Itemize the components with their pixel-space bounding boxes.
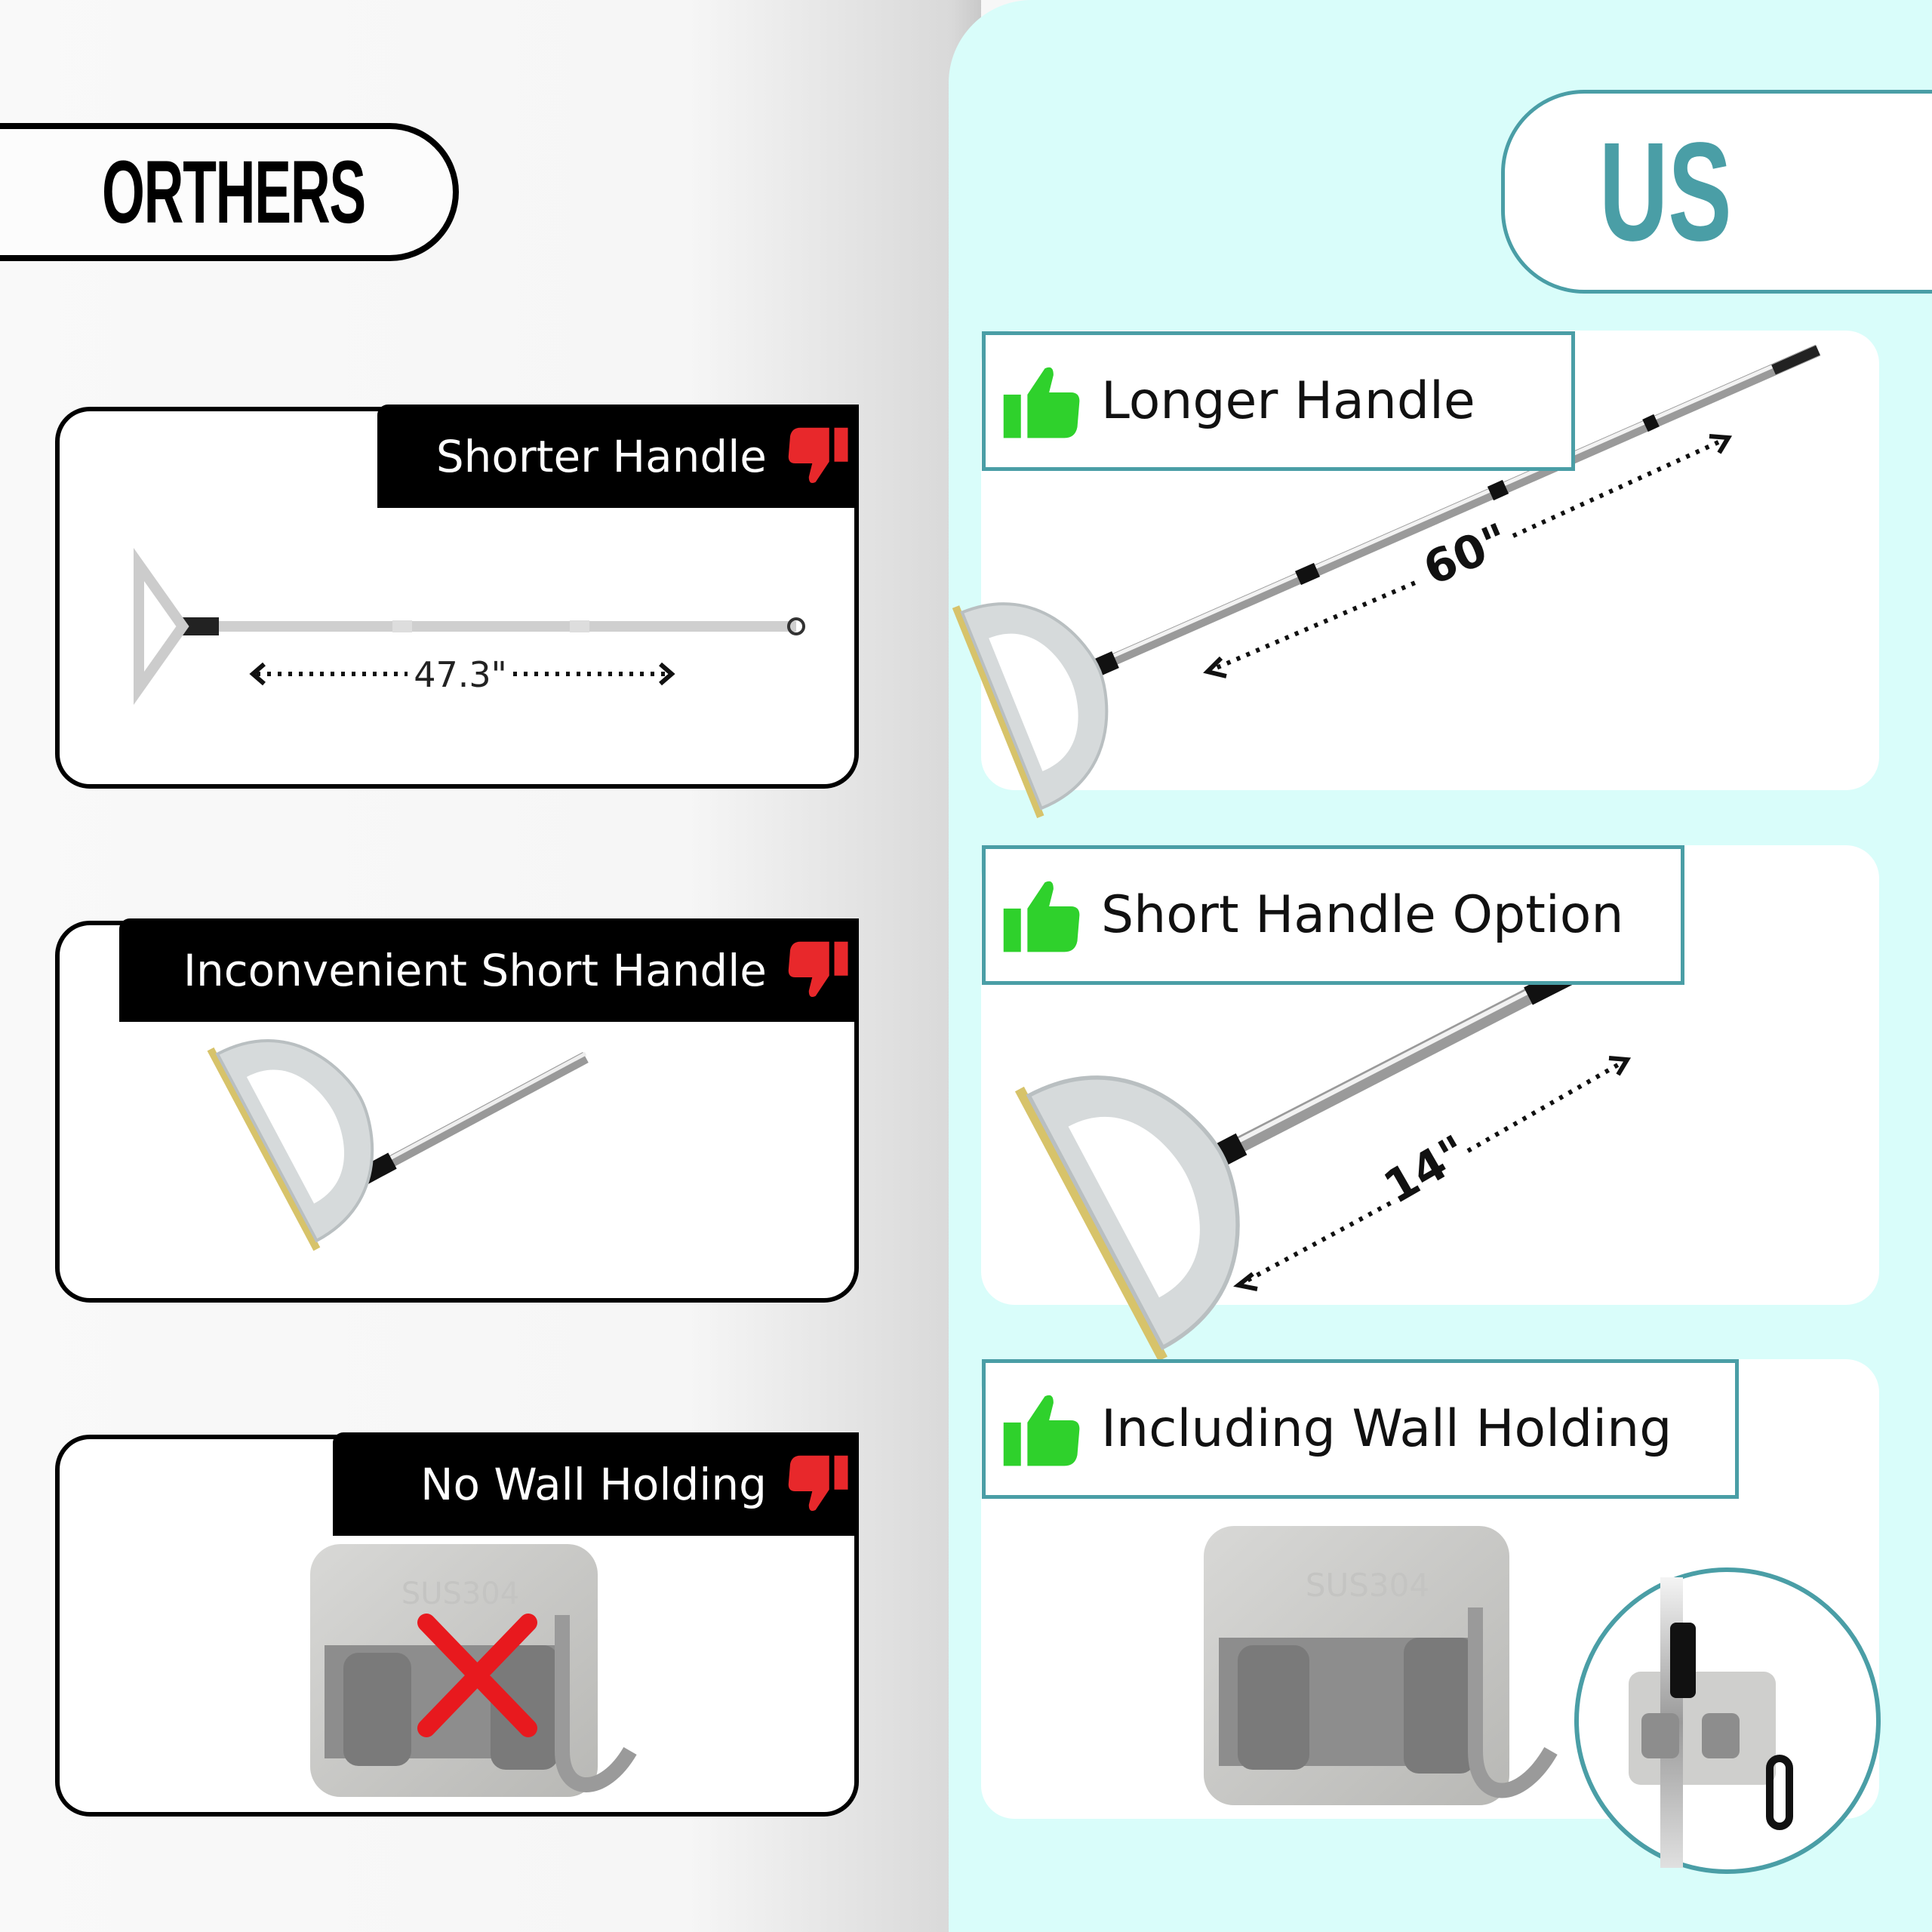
label-text: No Wall Holding xyxy=(420,1458,767,1510)
others-title: ORTHERS xyxy=(101,142,365,242)
us-label-including-wall-holding: Including Wall Holding xyxy=(982,1359,1739,1499)
wall-holder-image: SUS304 xyxy=(1204,1526,1558,1805)
plate-embossed-text: SUS304 xyxy=(401,1577,519,1611)
dimension-14: 14" xyxy=(1233,1056,1632,1291)
dimension-60: 60" xyxy=(1203,434,1733,678)
others-header: ORTHERS xyxy=(0,123,459,261)
long-mop-image xyxy=(950,344,1821,820)
red-x-icon xyxy=(417,1614,537,1737)
label-text: Inconvenient Short Handle xyxy=(183,944,767,996)
label-text: Longer Handle xyxy=(1101,371,1475,431)
us-label-longer-handle: Longer Handle xyxy=(982,331,1575,471)
us-label-short-handle-option: Short Handle Option xyxy=(982,845,1684,985)
thumbs-down-icon xyxy=(788,941,848,997)
inconvenient-mop-image xyxy=(208,998,589,1251)
dimension-47-3: 47.3" xyxy=(249,654,675,695)
thumbs-up-icon xyxy=(1003,367,1080,438)
thumbs-down-icon xyxy=(788,1455,848,1511)
label-text: Short Handle Option xyxy=(1101,885,1624,945)
short-mop-image xyxy=(134,547,805,706)
label-text: Shorter Handle xyxy=(435,430,767,482)
others-label-no-wall-holding: No Wall Holding xyxy=(333,1432,859,1536)
thumbs-down-icon xyxy=(788,427,848,483)
label-text: Including Wall Holding xyxy=(1101,1399,1672,1459)
thumbs-up-icon xyxy=(1003,1395,1080,1466)
short-option-mop-image xyxy=(1015,950,1604,1361)
others-label-shorter-handle: Shorter Handle xyxy=(377,405,859,508)
wall-holder-closeup xyxy=(1574,1567,1881,1874)
us-title: US xyxy=(1599,113,1732,270)
dimension-label: 14" xyxy=(1375,1125,1476,1214)
dimension-label: 47.3" xyxy=(414,654,507,695)
plate-embossed-text: SUS304 xyxy=(1306,1567,1429,1604)
thumbs-up-icon xyxy=(1003,881,1080,952)
us-header: US xyxy=(1501,90,1932,294)
others-label-inconvenient-short-handle: Inconvenient Short Handle xyxy=(119,918,859,1022)
